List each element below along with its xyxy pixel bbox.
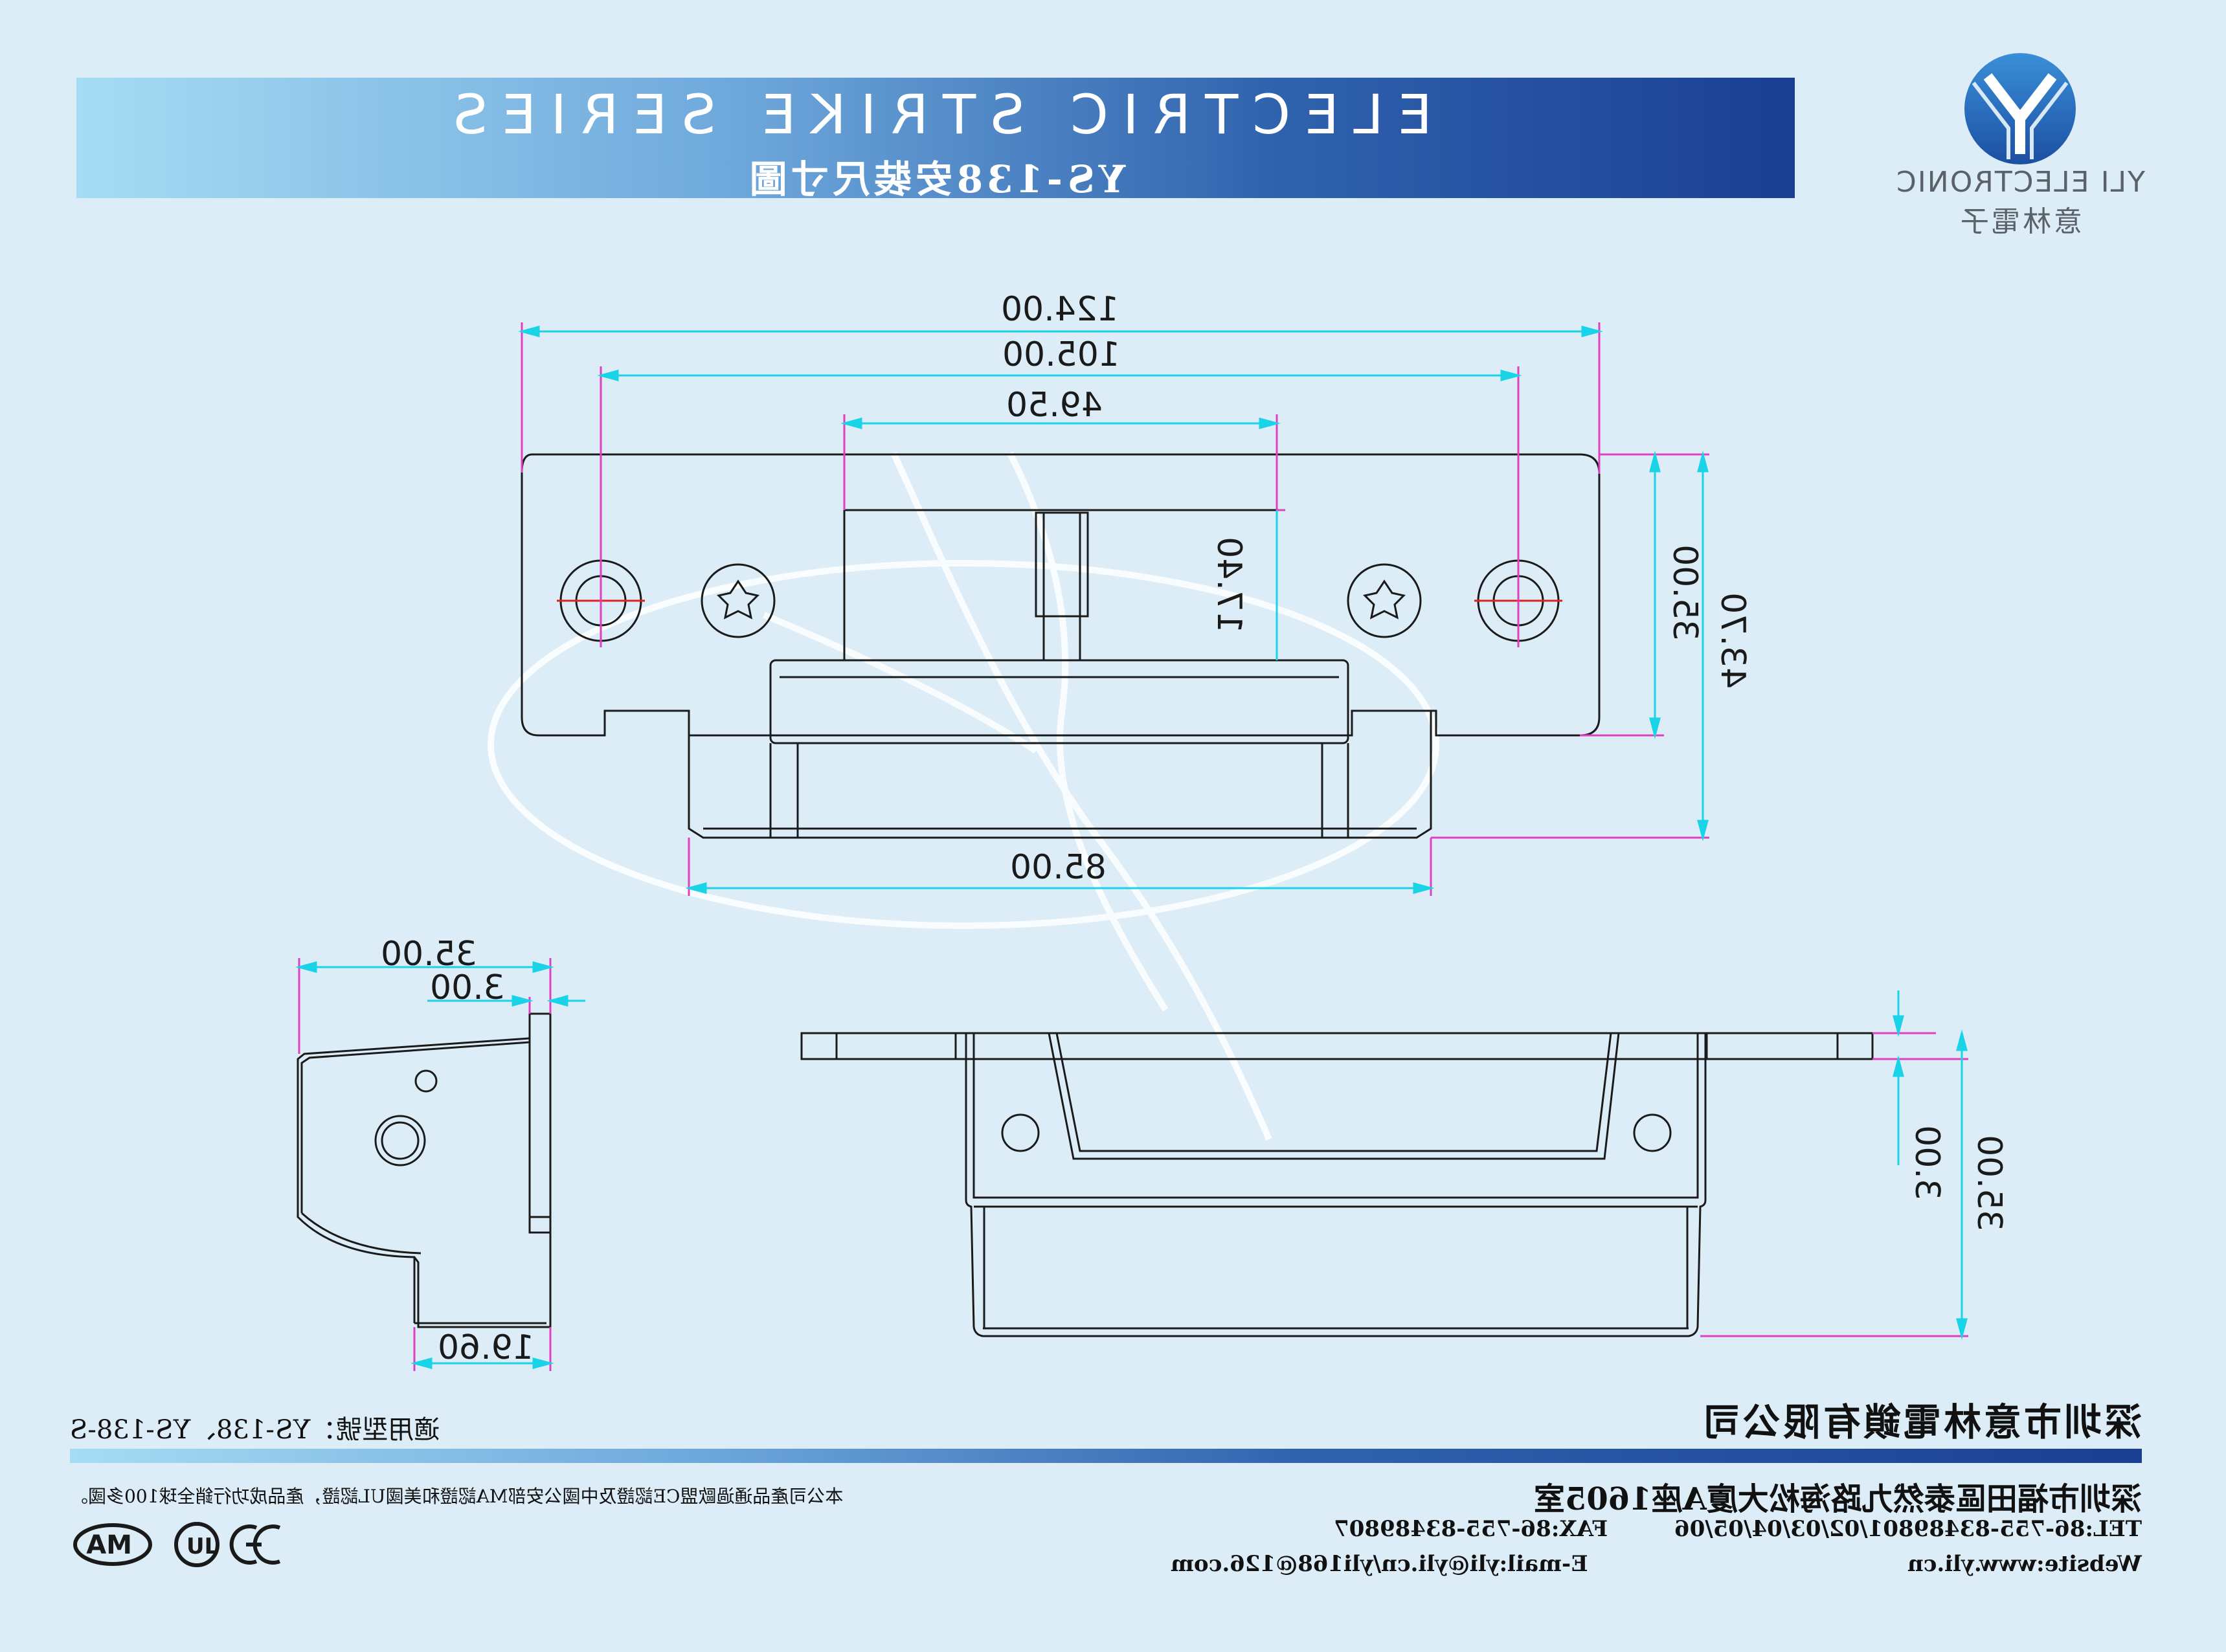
ma-icon: MA bbox=[73, 1523, 152, 1566]
side-view bbox=[297, 1012, 552, 1328]
cert-logos: MA UL bbox=[73, 1522, 281, 1567]
company-name: 深圳市意林電鎖有限公司 bbox=[1700, 1400, 2142, 1444]
dim-front-total-width: 124.00 bbox=[1001, 290, 1119, 329]
svg-text:MA: MA bbox=[86, 1530, 132, 1560]
bottom-dimension-lines bbox=[1893, 990, 1968, 1340]
lower-body bbox=[688, 711, 1432, 839]
svg-text:UL: UL bbox=[186, 1534, 218, 1559]
dim-front-lip-height: 17.40 bbox=[1209, 537, 1248, 633]
extension-lines bbox=[521, 322, 1709, 896]
telephone: TEL:86-755-83489801/02/03/04/05/06 bbox=[1674, 1516, 2142, 1542]
bottom-hole-right bbox=[1633, 1113, 1672, 1152]
side-dimension-lines bbox=[295, 961, 585, 1369]
side-small-hole bbox=[414, 1069, 438, 1093]
dim-side-bottom-width: 19.60 bbox=[438, 1328, 534, 1367]
email: E-mail:yli@yli.cn/yli168@126.com bbox=[1171, 1551, 1588, 1577]
torx-screw-left bbox=[701, 563, 776, 638]
dim-front-bottom-width: 85.00 bbox=[1010, 848, 1107, 887]
dim-front-total-height: 43.70 bbox=[1713, 592, 1752, 689]
applicable-models: 適用型號：YS-138、YS-138-S bbox=[70, 1415, 440, 1445]
fax: FAX:86-755-83489807 bbox=[1334, 1516, 1608, 1542]
bottom-plate bbox=[800, 1032, 1874, 1060]
header-banner: ELECTRIC STRIKE SERIES YS-138安裝尺寸圖 bbox=[76, 78, 1795, 201]
dim-front-plate-height: 35.00 bbox=[1665, 544, 1704, 641]
dim-side-depth: 35.00 bbox=[381, 935, 477, 974]
website: Website:www.yli.cn bbox=[1907, 1551, 2142, 1577]
side-plate bbox=[528, 1012, 552, 1234]
dim-bottom-plate-thickness: 3.00 bbox=[1907, 1125, 1946, 1200]
company-address: 深圳市福田區泰然九路海松大廈A座1605室 bbox=[1534, 1481, 2142, 1517]
y-logo-icon bbox=[1964, 53, 2076, 164]
dim-side-plate-thickness: 3.00 bbox=[430, 968, 505, 1007]
bottom-body bbox=[965, 1033, 1707, 1337]
ce-icon bbox=[229, 1524, 281, 1565]
latch-slot bbox=[1035, 511, 1089, 618]
side-body bbox=[297, 1037, 552, 1328]
watermark-logo bbox=[488, 451, 1439, 1141]
dim-front-hole-spacing: 105.00 bbox=[1002, 335, 1120, 374]
company-logo: YLI ELECTRONIC 意林電子 bbox=[1865, 50, 2175, 245]
side-large-hole bbox=[374, 1115, 426, 1166]
dim-front-center-width: 49.50 bbox=[1006, 386, 1103, 425]
certification-notice: 本公司產品通過歐盟CE認證及中國公安部MA認證和美國UL認證，產品成功行銷全球1… bbox=[70, 1486, 844, 1507]
dim-bottom-total-height: 35.00 bbox=[1970, 1135, 2008, 1231]
bottom-view bbox=[800, 1032, 1874, 1337]
torx-screw-right bbox=[1347, 563, 1422, 638]
ul-icon: UL bbox=[174, 1522, 219, 1567]
dimension-lines bbox=[518, 326, 1709, 894]
footer-bar bbox=[70, 1449, 2142, 1463]
bottom-extension-lines bbox=[1700, 1032, 1968, 1337]
side-extension-lines bbox=[298, 958, 552, 1371]
bottom-hole-left bbox=[1001, 1113, 1040, 1152]
